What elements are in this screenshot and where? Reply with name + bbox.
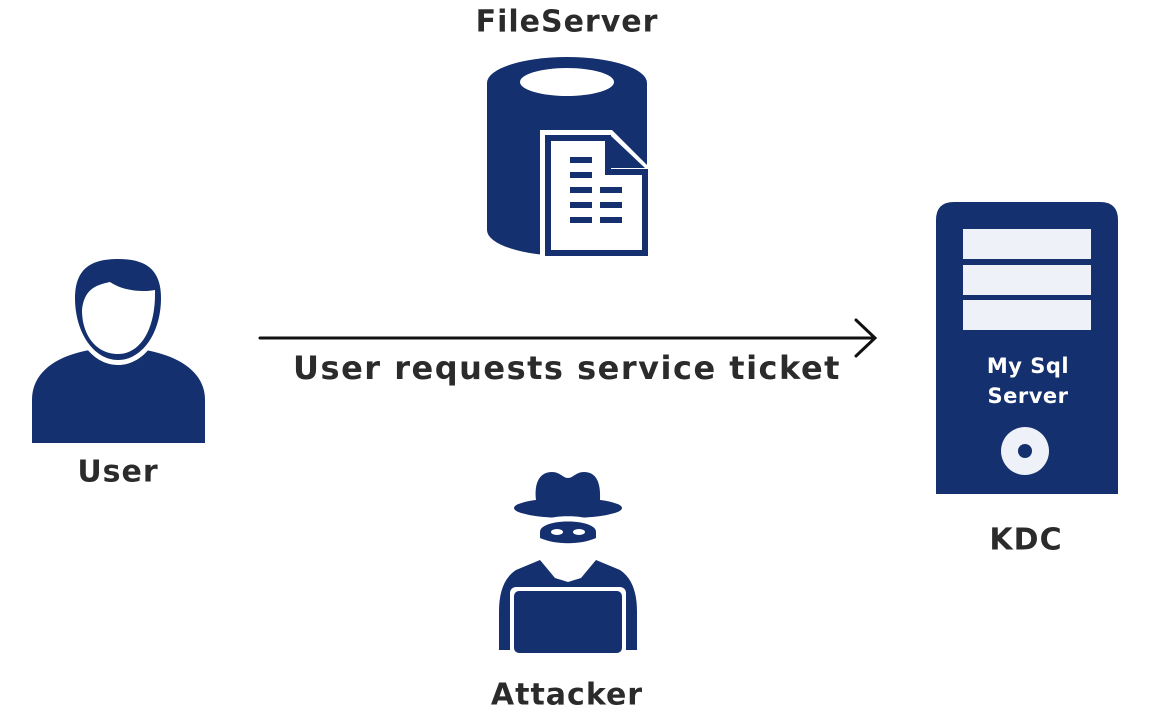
kdc-server-label: My Sql Server <box>987 351 1069 411</box>
user-label: User <box>77 454 159 490</box>
hacker-laptop-icon <box>499 472 637 655</box>
edge-label: User requests service ticket <box>293 349 841 387</box>
request-arrow <box>258 318 878 358</box>
kdc-server-label-line2: Server <box>987 384 1069 408</box>
attacker-label: Attacker <box>490 677 644 713</box>
server-tower-icon <box>936 202 1118 494</box>
kdc-label: KDC <box>989 522 1063 558</box>
kdc-server-label-line1: My Sql <box>986 354 1070 378</box>
fileserver-label: FileServer <box>475 4 659 40</box>
database-document-icon <box>487 57 652 260</box>
user-icon <box>32 255 205 443</box>
